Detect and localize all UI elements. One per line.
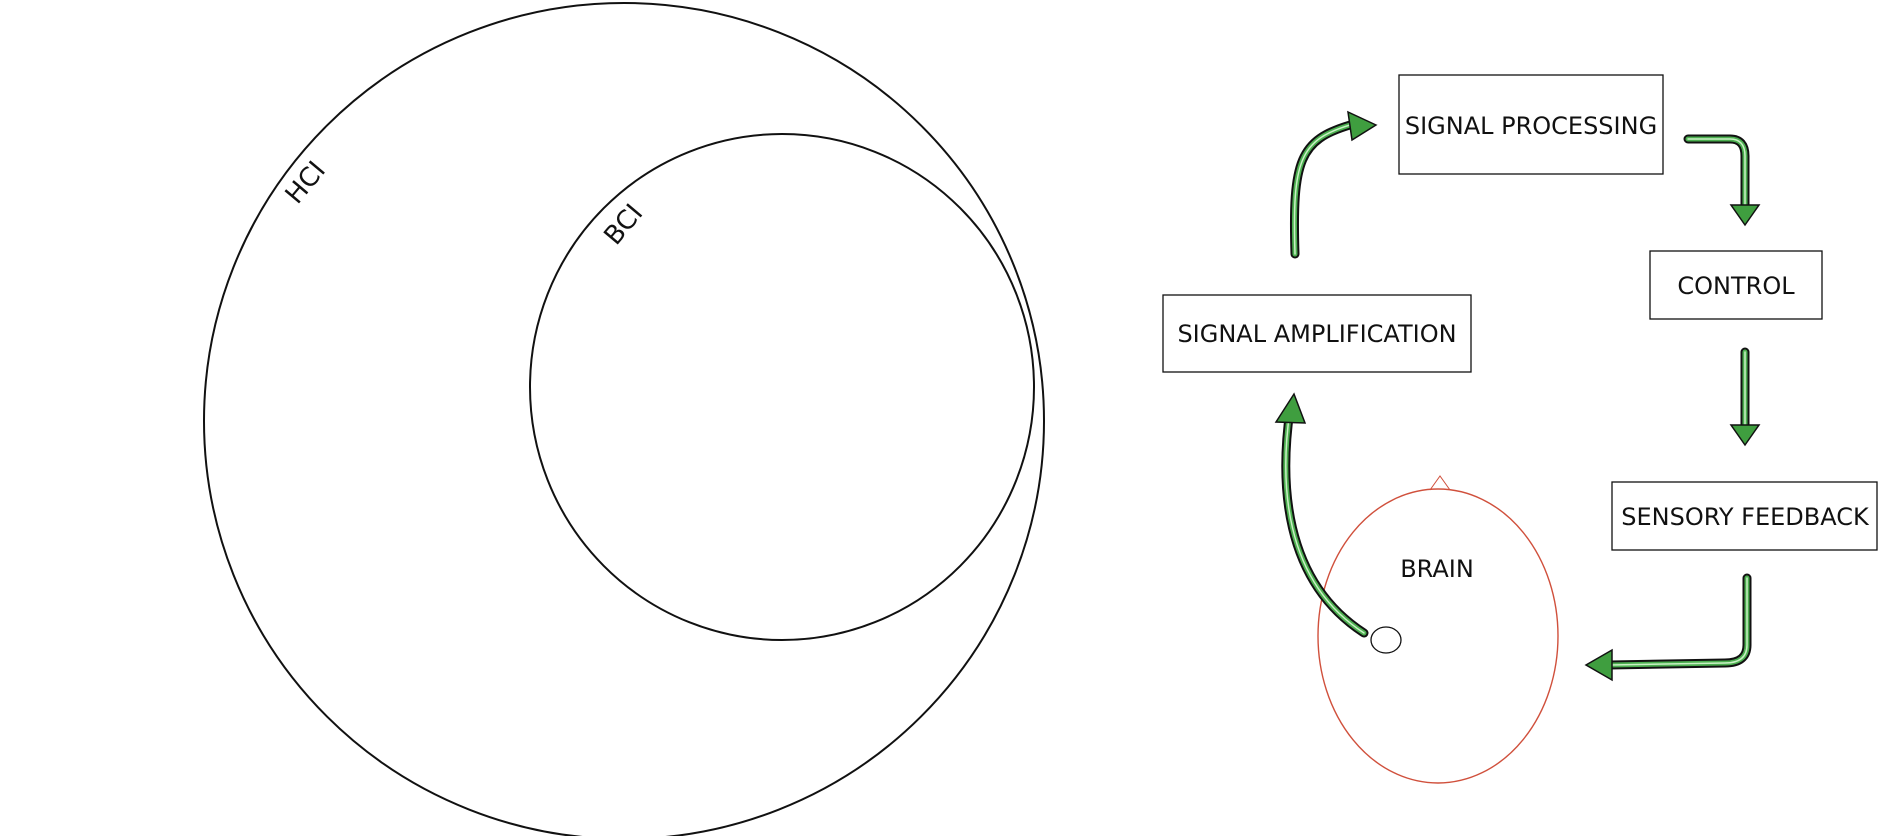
arrow-amplification-to-processing — [1290, 110, 1378, 259]
hci-label: HCI — [280, 156, 332, 210]
sensory-feedback-box: SENSORY FEEDBACK — [1611, 481, 1878, 551]
arrow-feedback-to-brain — [1584, 573, 1752, 682]
signal-amplification-box: SIGNAL AMPLIFICATION — [1162, 294, 1472, 373]
control-box: CONTROL — [1649, 250, 1823, 320]
sensory-feedback-label: SENSORY FEEDBACK — [1621, 503, 1870, 531]
brain-shape: BRAIN — [1317, 475, 1559, 784]
venn-diagram: HCI BCI — [203, 2, 1045, 836]
bci-cycle: SIGNAL PROCESSING CONTROL SENSORY FEEDBA… — [1162, 74, 1878, 784]
electrode-node — [1370, 626, 1402, 654]
hci-circle — [203, 2, 1045, 836]
brain-outline — [1317, 488, 1559, 784]
signal-processing-box: SIGNAL PROCESSING — [1398, 74, 1664, 175]
control-label: CONTROL — [1677, 272, 1795, 300]
brain-label: BRAIN — [1400, 555, 1474, 583]
brain-nose-mark — [1429, 475, 1451, 491]
signal-amplification-label: SIGNAL AMPLIFICATION — [1177, 320, 1456, 348]
arrow-processing-to-control — [1683, 134, 1761, 227]
arrow-brain-to-amplification — [1274, 392, 1369, 638]
bci-circle — [529, 133, 1035, 641]
arrow-control-to-feedback — [1729, 347, 1761, 447]
signal-processing-label: SIGNAL PROCESSING — [1405, 112, 1657, 140]
